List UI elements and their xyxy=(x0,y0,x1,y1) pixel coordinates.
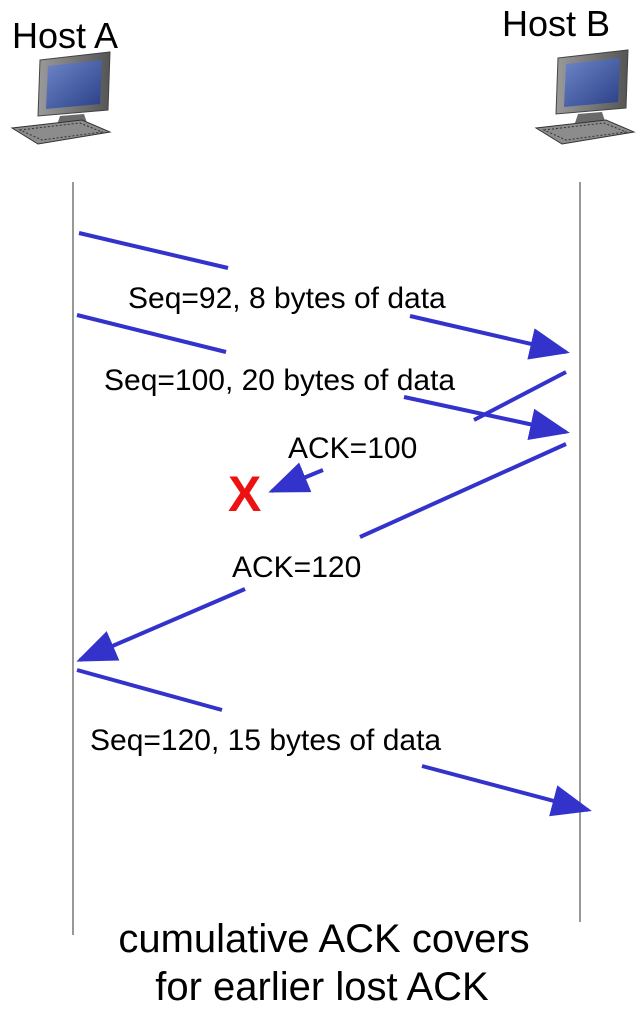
ack100-arrow-end xyxy=(268,462,324,493)
host-b-computer-icon xyxy=(534,49,636,145)
host-a-computer-icon xyxy=(10,51,112,145)
ack100-arrow-start xyxy=(473,370,567,422)
caption-line-1: cumulative ACK covers xyxy=(118,917,529,961)
caption-line-2: for earlier lost ACK xyxy=(155,965,489,1009)
seq100-arrow-start xyxy=(76,313,227,354)
seq120-arrow-end xyxy=(421,764,592,817)
ack120-arrow-start xyxy=(359,442,567,539)
seq92-label: Seq=92, 8 bytes of data xyxy=(128,282,446,315)
ack120-arrow-end xyxy=(76,587,246,662)
seq100-label: Seq=100, 20 bytes of data xyxy=(104,364,455,397)
ack120-label: ACK=120 xyxy=(232,551,361,584)
seq120-arrow-start xyxy=(76,668,223,712)
host-b-label: Host B xyxy=(502,3,610,44)
host-a-label: Host A xyxy=(12,15,118,56)
seq120-label: Seq=120, 15 bytes of data xyxy=(90,724,441,757)
seq92-arrow-end xyxy=(409,314,570,360)
seq92-arrow-start xyxy=(78,231,229,270)
ack100-label: ACK=100 xyxy=(288,432,417,465)
lost-ack-x-marker: X xyxy=(228,466,261,522)
